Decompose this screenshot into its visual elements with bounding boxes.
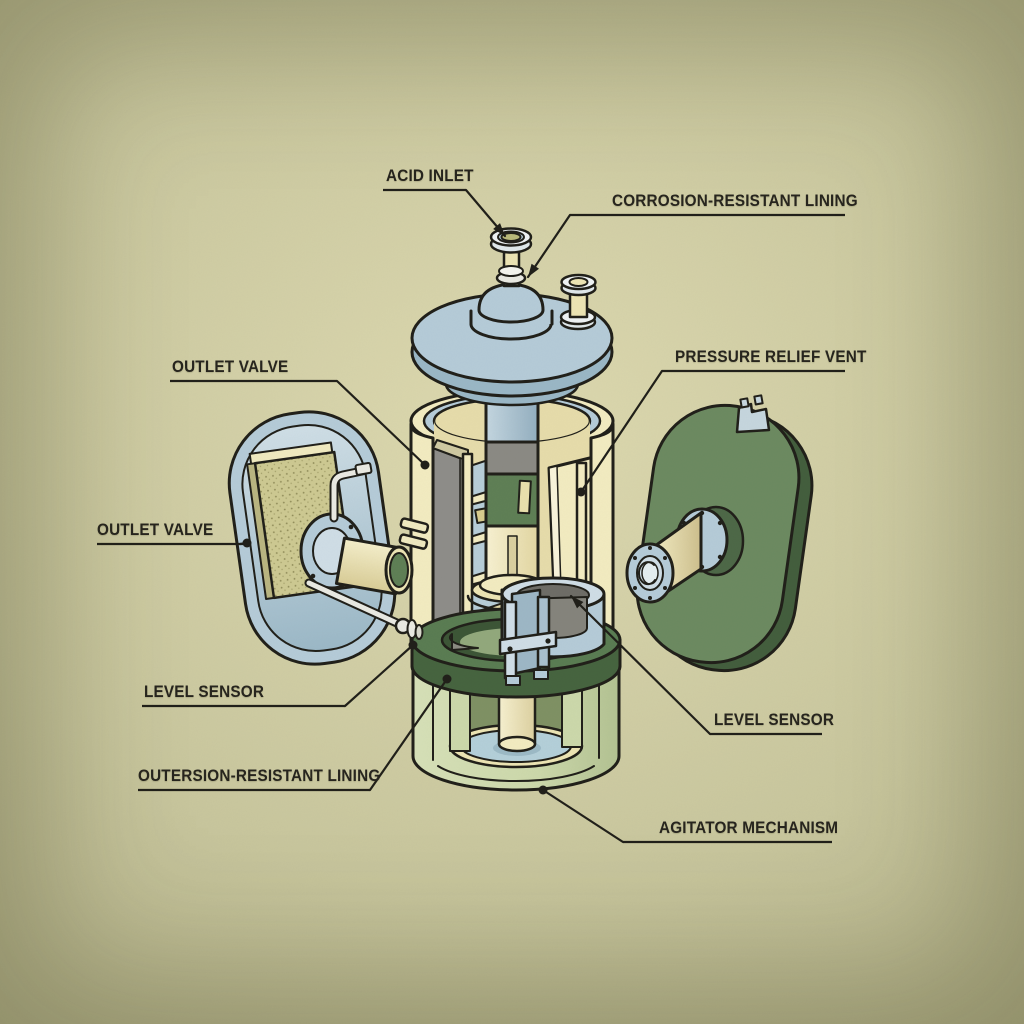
bottom-dish xyxy=(460,729,572,763)
leader-dot xyxy=(538,785,548,795)
level-sensor-ring xyxy=(500,576,606,659)
vessel-interior xyxy=(434,421,590,640)
valve-shell xyxy=(227,410,397,666)
speckled-lining-panel xyxy=(253,450,355,600)
label-agitator-mechanism: AGITATOR MECHANISM xyxy=(659,818,839,837)
lower-shaft xyxy=(497,648,537,746)
baffle-left xyxy=(461,452,474,628)
end-cap-bracket xyxy=(735,394,771,434)
leader-line xyxy=(526,213,572,279)
leader-line xyxy=(238,541,249,546)
outlet-pipe xyxy=(334,536,406,596)
leader-arrow xyxy=(571,596,584,609)
leader-arrow xyxy=(493,223,505,236)
leader-dot xyxy=(442,674,452,684)
bottom-ring xyxy=(448,723,584,769)
leader-dot xyxy=(576,487,586,497)
base-flange-ring xyxy=(410,607,622,699)
agitator-clamp xyxy=(498,588,558,686)
corrosion-lining-panel xyxy=(431,439,470,657)
wall-clips xyxy=(398,517,430,550)
label-corrosion-resistant-lining: CORROSION-RESISTANT LINING xyxy=(612,191,858,210)
agitator-shaft-column xyxy=(466,378,558,612)
flanged-nozzle xyxy=(625,505,745,604)
label-level-sensor-left: LEVEL SENSOR xyxy=(144,682,265,701)
cage-cavity xyxy=(450,653,582,764)
cage-strut xyxy=(561,654,583,748)
leader-dot xyxy=(408,640,418,650)
label-outlet-valve-upper: OUTLET VALVE xyxy=(172,357,289,376)
label-outlet-valve-left: OUTLET VALVE xyxy=(97,520,214,539)
valve-handle xyxy=(329,466,367,523)
label-outersion-resistant-lining: OUTERSION-RESISTANT LINING xyxy=(138,766,381,785)
leader-line xyxy=(343,643,415,708)
leader-line xyxy=(541,788,625,844)
lid-dome xyxy=(477,282,545,324)
wall-left xyxy=(409,422,435,654)
baffle-right xyxy=(575,461,588,601)
vessel-lid xyxy=(410,227,614,407)
acid-inlet-flange xyxy=(489,227,533,288)
linkage-rod xyxy=(304,578,404,629)
relief-lining-panel xyxy=(547,452,613,594)
label-level-sensor-right: LEVEL SENSOR xyxy=(714,710,835,729)
cage-strut xyxy=(449,654,471,752)
leader-dot xyxy=(420,460,430,470)
leader-line xyxy=(569,594,712,736)
leader-line xyxy=(368,677,449,792)
label-acid-inlet: ACID INLET xyxy=(386,166,474,185)
vessel-lining-ring xyxy=(422,393,602,449)
leader-line xyxy=(464,188,507,238)
leader-line xyxy=(579,369,664,494)
vessel-body xyxy=(409,378,615,657)
end-cap-assembly xyxy=(625,394,814,673)
end-cap xyxy=(635,403,801,665)
vessel-rim-outer xyxy=(409,389,615,453)
valve-flange xyxy=(299,512,365,590)
agitator-cage xyxy=(411,648,621,792)
relief-nozzle xyxy=(559,273,597,331)
label-pressure-relief-vent: PRESSURE RELIEF VENT xyxy=(675,347,867,366)
leader-arrow xyxy=(528,263,540,277)
leader-line xyxy=(335,379,427,467)
wall-right xyxy=(589,422,615,654)
outlet-valve-assembly xyxy=(227,410,424,666)
leader-dot xyxy=(242,538,252,548)
internal-frame xyxy=(469,451,513,615)
